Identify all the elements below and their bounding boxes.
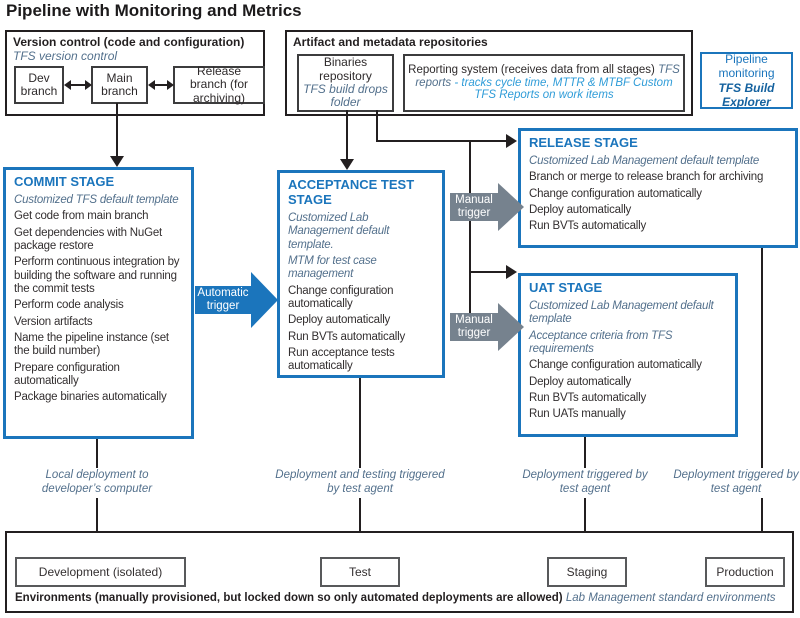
arrowhead-release xyxy=(506,134,517,148)
commit-item: Prepare configuration automatically xyxy=(14,361,120,387)
caption-production-deployment: Deployment triggered by test agent xyxy=(666,468,800,498)
caption-test-deployment: Deployment and testing triggered by test… xyxy=(272,468,448,498)
node-dev-branch: Dev branch xyxy=(14,66,64,104)
line-release-to-production-env xyxy=(761,248,763,547)
env-test: Test xyxy=(320,557,400,587)
uat-stage-title: UAT STAGE xyxy=(529,280,603,295)
reporting-details: - tracks cycle time, MTTR & MTBF Custom … xyxy=(454,76,673,102)
pipeline-monitoring-label: Pipeline monitoring xyxy=(718,52,775,81)
commit-stage-box: COMMIT STAGE Customized TFS default temp… xyxy=(3,167,194,439)
commit-item: Perform continuous integration by buildi… xyxy=(14,256,180,295)
release-item: Change configuration automatically xyxy=(529,187,702,200)
diagram-title: Pipeline with Monitoring and Metrics xyxy=(6,1,302,20)
reporting-tfs: TFS reports xyxy=(415,63,680,89)
manual-trigger-release-arrow-body xyxy=(450,193,498,221)
uat-item: Deploy automatically xyxy=(529,375,632,388)
commit-item: Get dependencies with NuGet package rest… xyxy=(14,226,163,252)
uat-stage-template2: Acceptance criteria from TFS requirement… xyxy=(529,329,673,355)
automatic-trigger-arrow-head xyxy=(251,272,278,328)
environments-footer-italic: Lab Management standard environments xyxy=(565,592,776,604)
release-stage-title: RELEASE STAGE xyxy=(529,135,638,150)
line-acceptance-to-test-env xyxy=(359,378,361,547)
env-staging: Staging xyxy=(547,557,627,587)
acceptance-item: Run acceptance tests automatically xyxy=(288,346,395,373)
uat-item: Run UATs manually xyxy=(529,408,626,421)
binaries-title: Binaries repository xyxy=(319,55,372,83)
line-to-release xyxy=(376,140,508,142)
uat-item: Run BVTs automatically xyxy=(529,391,647,404)
line-binaries-to-acceptance xyxy=(346,110,348,160)
binaries-repository-node: Binaries repository TFS build drops fold… xyxy=(297,54,394,112)
commit-item: Perform code analysis xyxy=(14,299,124,312)
manual-trigger-uat-arrow-body xyxy=(450,313,498,341)
acceptance-stage-template: Customized Lab Management default templa… xyxy=(288,211,390,251)
environments-footer: Environments (manually provisioned, but … xyxy=(15,592,787,604)
reporting-system-node: Reporting system (receives data from all… xyxy=(403,54,685,112)
acceptance-item: Run BVTs automatically xyxy=(288,330,406,343)
main-release-doublearrow xyxy=(148,80,174,90)
commit-item: Version artifacts xyxy=(14,315,93,328)
commit-stage-template: Customized TFS default template xyxy=(14,193,179,206)
acceptance-stage-box: ACCEPTANCE TEST STAGE Customized Lab Man… xyxy=(277,170,445,378)
line-binaries-drop xyxy=(376,110,378,142)
node-release-branch: Release branch (for archiving) xyxy=(173,64,265,104)
caption-local-deployment: Local deployment to developer’s computer xyxy=(17,468,177,498)
line-main-to-commit xyxy=(116,103,118,157)
environments-footer-bold: Environments (manually provisioned, but … xyxy=(15,592,563,604)
dev-main-doublearrow xyxy=(64,80,92,90)
commit-stage-title: COMMIT STAGE xyxy=(14,174,115,189)
version-control-sublabel: TFS version control xyxy=(13,49,118,63)
env-development: Development (isolated) xyxy=(15,557,186,587)
uat-stage-template: Customized Lab Management default templa… xyxy=(529,299,714,326)
binaries-subtitle: TFS build drops folder xyxy=(303,82,388,110)
line-to-uat xyxy=(469,271,508,273)
env-production: Production xyxy=(705,557,785,587)
commit-item: Package binaries automatically xyxy=(14,391,167,404)
release-stage-template: Customized Lab Management default templa… xyxy=(529,154,760,167)
pipeline-monitoring-box: Pipeline monitoring TFS Build Explorer xyxy=(700,52,793,109)
arrowhead-acceptance xyxy=(340,159,354,170)
caption-staging-deployment: Deployment triggered by test agent xyxy=(515,468,655,498)
reporting-prefix: Reporting system (receives data from all… xyxy=(408,63,655,76)
pipeline-monitoring-tool: TFS Build Explorer xyxy=(718,80,775,109)
version-control-label: Version control (code and configuration) xyxy=(13,35,245,49)
manual-trigger-uat-label: Manual trigger xyxy=(455,314,493,339)
commit-item: Get code from main branch xyxy=(14,210,149,223)
commit-item: Name the pipeline instance (set the buil… xyxy=(14,331,169,358)
manual-trigger-release-arrow-head xyxy=(498,183,524,231)
line-branch-down xyxy=(469,140,471,327)
version-control-group: Version control (code and configuration)… xyxy=(5,30,265,116)
artifact-repos-label: Artifact and metadata repositories xyxy=(293,35,488,49)
acceptance-item: Deploy automatically xyxy=(288,314,391,327)
arrowhead-uat xyxy=(506,265,517,279)
release-item: Branch or merge to release branch for ar… xyxy=(529,171,764,184)
environments-group: Development (isolated) Test Staging Prod… xyxy=(5,531,794,613)
acceptance-item: Change configuration automatically xyxy=(288,284,394,310)
automatic-trigger-arrow-body xyxy=(195,286,251,314)
acceptance-stage-template2: MTM for test case management xyxy=(288,254,377,281)
manual-trigger-release-label: Manual trigger xyxy=(455,194,493,219)
automatic-trigger-label: Automatic trigger xyxy=(197,287,249,312)
pipeline-monitoring-text: Pipeline monitoring TFS Build Explorer xyxy=(706,52,787,109)
uat-stage-box: UAT STAGE Customized Lab Management defa… xyxy=(518,273,738,437)
release-stage-box: RELEASE STAGE Customized Lab Management … xyxy=(518,128,798,248)
artifact-repos-group: Artifact and metadata repositories Binar… xyxy=(285,30,693,116)
acceptance-stage-title: ACCEPTANCE TEST STAGE xyxy=(288,177,415,207)
uat-item: Change configuration automatically xyxy=(529,359,702,372)
release-item: Run BVTs automatically xyxy=(529,220,647,233)
arrowhead-commit xyxy=(110,156,124,167)
manual-trigger-uat-arrow-head xyxy=(498,303,524,351)
release-item: Deploy automatically xyxy=(529,203,632,216)
node-main-branch: Main branch xyxy=(91,66,148,104)
reporting-text: Reporting system (receives data from all… xyxy=(407,64,681,103)
